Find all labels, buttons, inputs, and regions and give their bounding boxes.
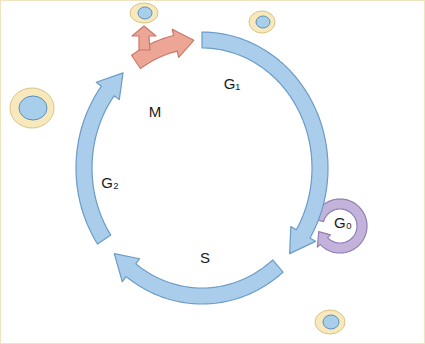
phase-label: G₂	[101, 175, 119, 192]
division-branch-arrow	[132, 26, 156, 50]
s-phase-arrow	[114, 254, 283, 304]
cell-icon	[10, 88, 54, 128]
nucleus	[323, 315, 339, 329]
cell-icon	[249, 11, 275, 33]
phase-label: G₁	[224, 76, 241, 93]
nucleus	[19, 96, 47, 120]
cell-icon	[315, 310, 345, 334]
cytoplasm	[130, 3, 158, 23]
cytoplasm	[315, 310, 345, 334]
nucleus	[256, 16, 270, 28]
phase-label: G₀	[334, 215, 352, 232]
g1-phase-arrow	[202, 32, 328, 254]
nucleus	[138, 7, 152, 19]
cytoplasm	[249, 11, 275, 33]
cytoplasm	[10, 88, 54, 128]
g2-phase-arrow	[76, 73, 123, 244]
cell-icon	[130, 3, 158, 23]
phase-label: S	[200, 250, 210, 267]
phase-label: M	[149, 104, 162, 121]
